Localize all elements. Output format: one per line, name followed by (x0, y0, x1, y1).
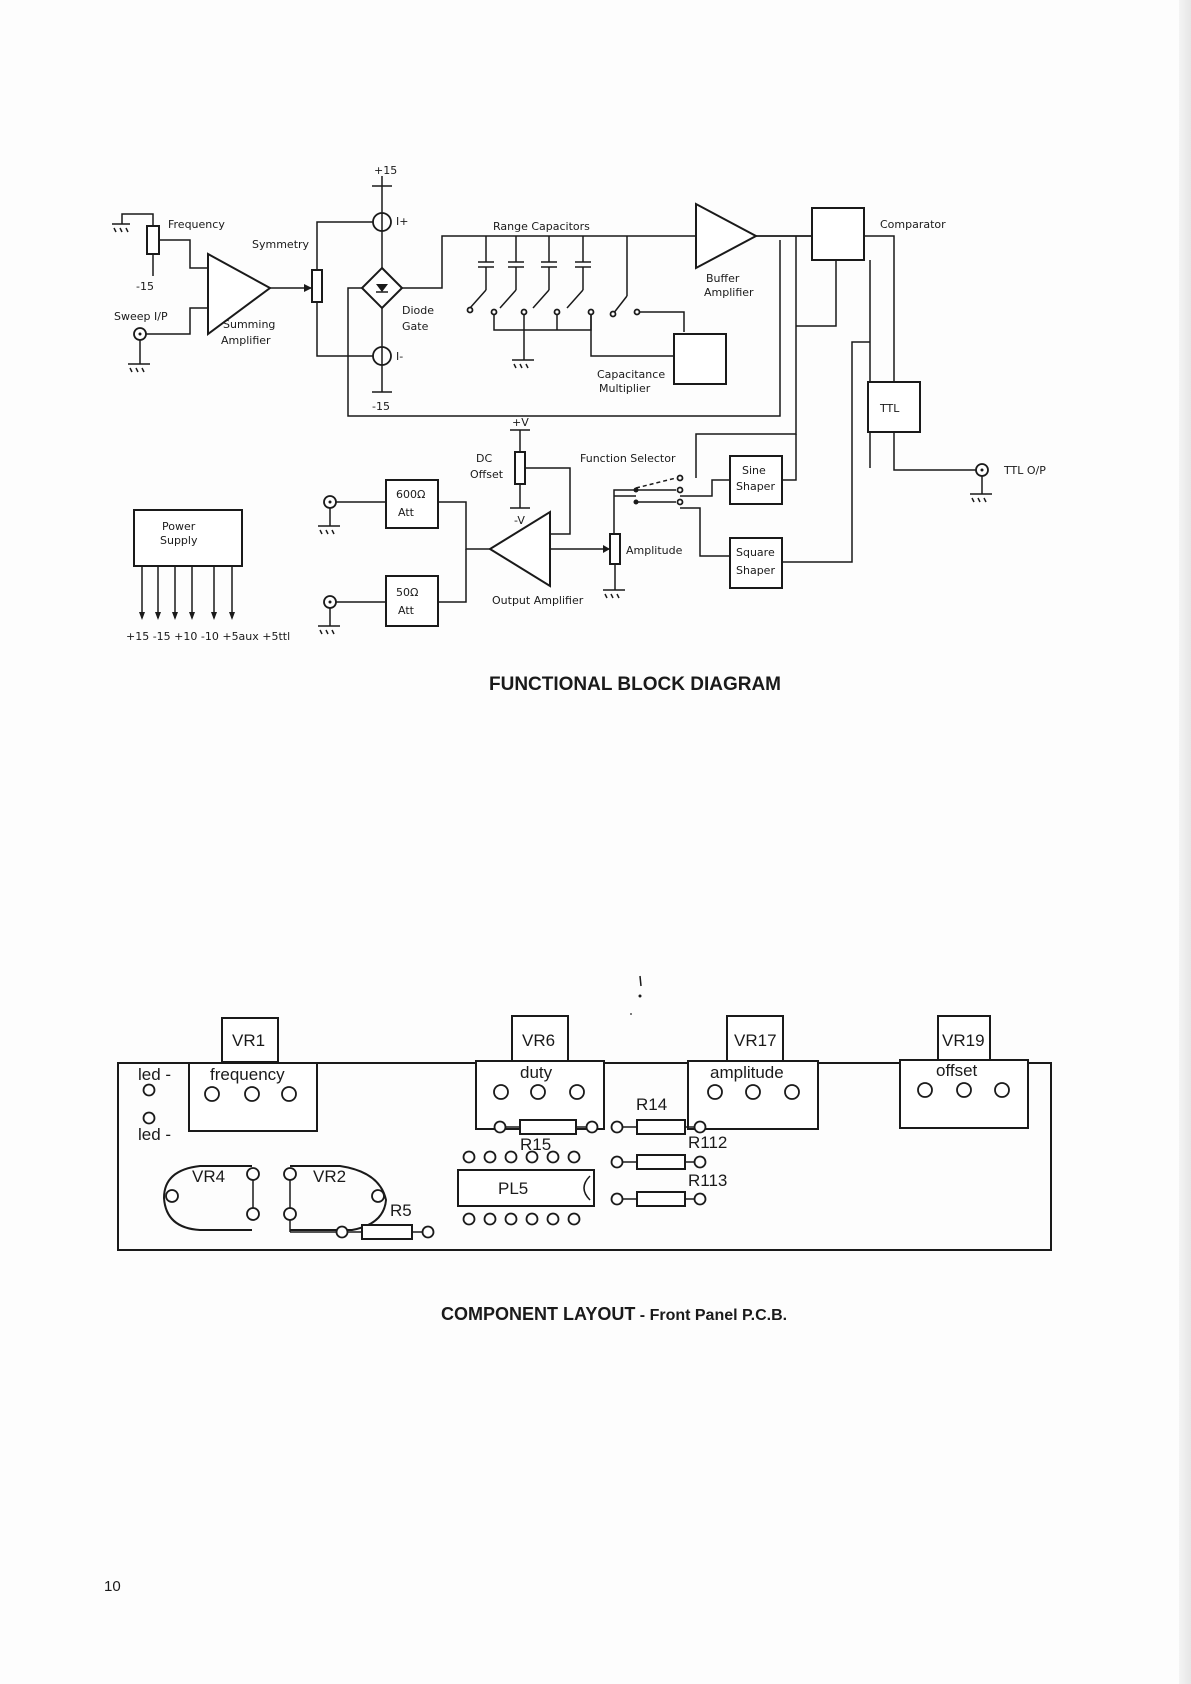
ttl-op-label: TTL O/P (1003, 464, 1046, 477)
r14-resistor: R14 (610, 1095, 707, 1135)
capacitance-multiplier: Capacitance Multiplier (597, 333, 727, 395)
led2-label: led - (138, 1125, 171, 1144)
sweep-input: Sweep I/P (114, 307, 214, 373)
vr6-pot: VR6 duty (475, 1015, 605, 1130)
dc-offset: +V -V DC Offset (470, 416, 571, 535)
symmetry-label: Symmetry (252, 238, 310, 251)
i-minus-label: I- (396, 350, 403, 363)
frequency-label: Frequency (168, 218, 225, 231)
comparator-label: Comparator (880, 218, 946, 231)
output-amplifier-label: Output Amplifier (492, 594, 584, 607)
sweep-ip-label: Sweep I/P (114, 310, 168, 323)
duty-pot-label: duty (520, 1063, 553, 1082)
dc-label: DC (476, 452, 492, 465)
sine-shaper: Sine Shaper (680, 434, 797, 505)
plus15-top-label: +15 (374, 164, 397, 177)
att600-label: 600Ω (396, 488, 425, 501)
summing-label: Summing (223, 318, 275, 331)
summing-amplifier: Summing Amplifier (207, 252, 312, 347)
attenuator-600: 600Ω Att (318, 479, 439, 535)
r112-resistor: R112 (610, 1133, 727, 1170)
comparator: Comparator (811, 207, 946, 468)
pl5-connector: PL5 (457, 1150, 595, 1226)
multiplier-label: Multiplier (599, 382, 651, 395)
vr19-pot: VR19 offset (899, 1015, 1029, 1129)
r5-label: R5 (390, 1201, 412, 1220)
attenuator-50: 50Ω Att (318, 575, 439, 635)
r113-label: R113 (688, 1171, 727, 1190)
range-capacitors-label: Range Capacitors (493, 220, 590, 233)
att50-att-label: Att (398, 604, 415, 617)
sine-label: Sine (742, 464, 766, 477)
supply-label: Supply (160, 534, 198, 547)
frequency-pot: Frequency -15 (112, 213, 225, 293)
component-layout-caption-rest: - Front Panel P.C.B. (635, 1307, 788, 1324)
frequency-pot-label: frequency (210, 1065, 285, 1084)
rails-label: +15 -15 +10 -10 +5aux +5ttl (126, 630, 290, 643)
att50-label: 50Ω (396, 586, 418, 599)
scan-marks (630, 975, 642, 1015)
block-diagram-caption: FUNCTIONAL BLOCK DIAGRAM (489, 674, 782, 695)
vr1-pot: VR1 frequency (188, 1017, 318, 1132)
pl5-label: PL5 (498, 1179, 528, 1198)
vr2-pot: VR2 (283, 1165, 388, 1233)
plus-v-label: +V (512, 416, 529, 429)
offset-pot-label: offset (936, 1061, 978, 1080)
r113-resistor: R113 (610, 1171, 727, 1207)
page-edge-shadow (1179, 0, 1191, 1684)
buffer-label: Buffer (706, 272, 740, 285)
summing-amplifier-label: Amplifier (221, 334, 271, 347)
function-selector: Function Selector (580, 452, 684, 548)
square-shaper-label: Shaper (736, 564, 775, 577)
led1-label: led - (138, 1065, 171, 1084)
diode-label: Diode (402, 304, 434, 317)
sine-shaper-label: Shaper (736, 480, 775, 493)
vr17-label: VR17 (734, 1031, 777, 1050)
led-pads: led - led - (138, 1065, 171, 1144)
capacitance-label: Capacitance (597, 368, 665, 381)
vr4-pot: VR4 (162, 1165, 260, 1231)
amplitude-pot: Amplitude (550, 533, 683, 599)
r5-resistor: R5 (335, 1201, 435, 1240)
att600-att-label: Att (398, 506, 415, 519)
buffer-amplifier-label: Amplifier (704, 286, 754, 299)
gate-label: Gate (402, 320, 429, 333)
buffer-amplifier: Buffer Amplifier (695, 202, 837, 478)
range-capacitors: Range Capacitors (466, 220, 685, 369)
r15-label: R15 (520, 1135, 551, 1154)
ttl-block: TTL TTL O/P (867, 381, 1046, 503)
output-amplifier: Output Amplifier (438, 501, 584, 607)
vr6-label: VR6 (522, 1031, 555, 1050)
amplitude-pot-label: amplitude (710, 1063, 784, 1082)
power-supply: Power Supply +15 -15 +10 -10 +5aux +5ttl (126, 509, 290, 643)
minus15-left-label: -15 (136, 280, 154, 293)
amplitude-label: Amplitude (626, 544, 683, 557)
vr4-label: VR4 (192, 1167, 225, 1186)
minus15-mid-label: -15 (372, 400, 390, 413)
vr1-label: VR1 (232, 1031, 265, 1050)
ttl-label: TTL (879, 402, 900, 415)
offset-label: Offset (470, 468, 504, 481)
minus-v-label: -V (514, 514, 525, 527)
i-plus-label: I+ (396, 215, 408, 228)
power-label: Power (162, 520, 196, 533)
vr17-pot: VR17 amplitude (687, 1015, 819, 1130)
r15-resistor: R15 (493, 1119, 599, 1154)
vr2-label: VR2 (313, 1167, 346, 1186)
component-layout-caption: COMPONENT LAYOUT - Front Panel P.C.B. (441, 1304, 787, 1325)
page-number: 10 (104, 1578, 121, 1595)
square-shaper: Square Shaper (680, 341, 870, 589)
symmetry-pot: Symmetry (252, 221, 382, 357)
r14-label: R14 (636, 1095, 667, 1114)
square-label: Square (736, 546, 775, 559)
function-selector-label: Function Selector (580, 452, 676, 465)
vr19-label: VR19 (942, 1031, 985, 1050)
component-layout-caption-bold: COMPONENT LAYOUT (441, 1304, 636, 1324)
r112-label: R112 (688, 1133, 727, 1152)
